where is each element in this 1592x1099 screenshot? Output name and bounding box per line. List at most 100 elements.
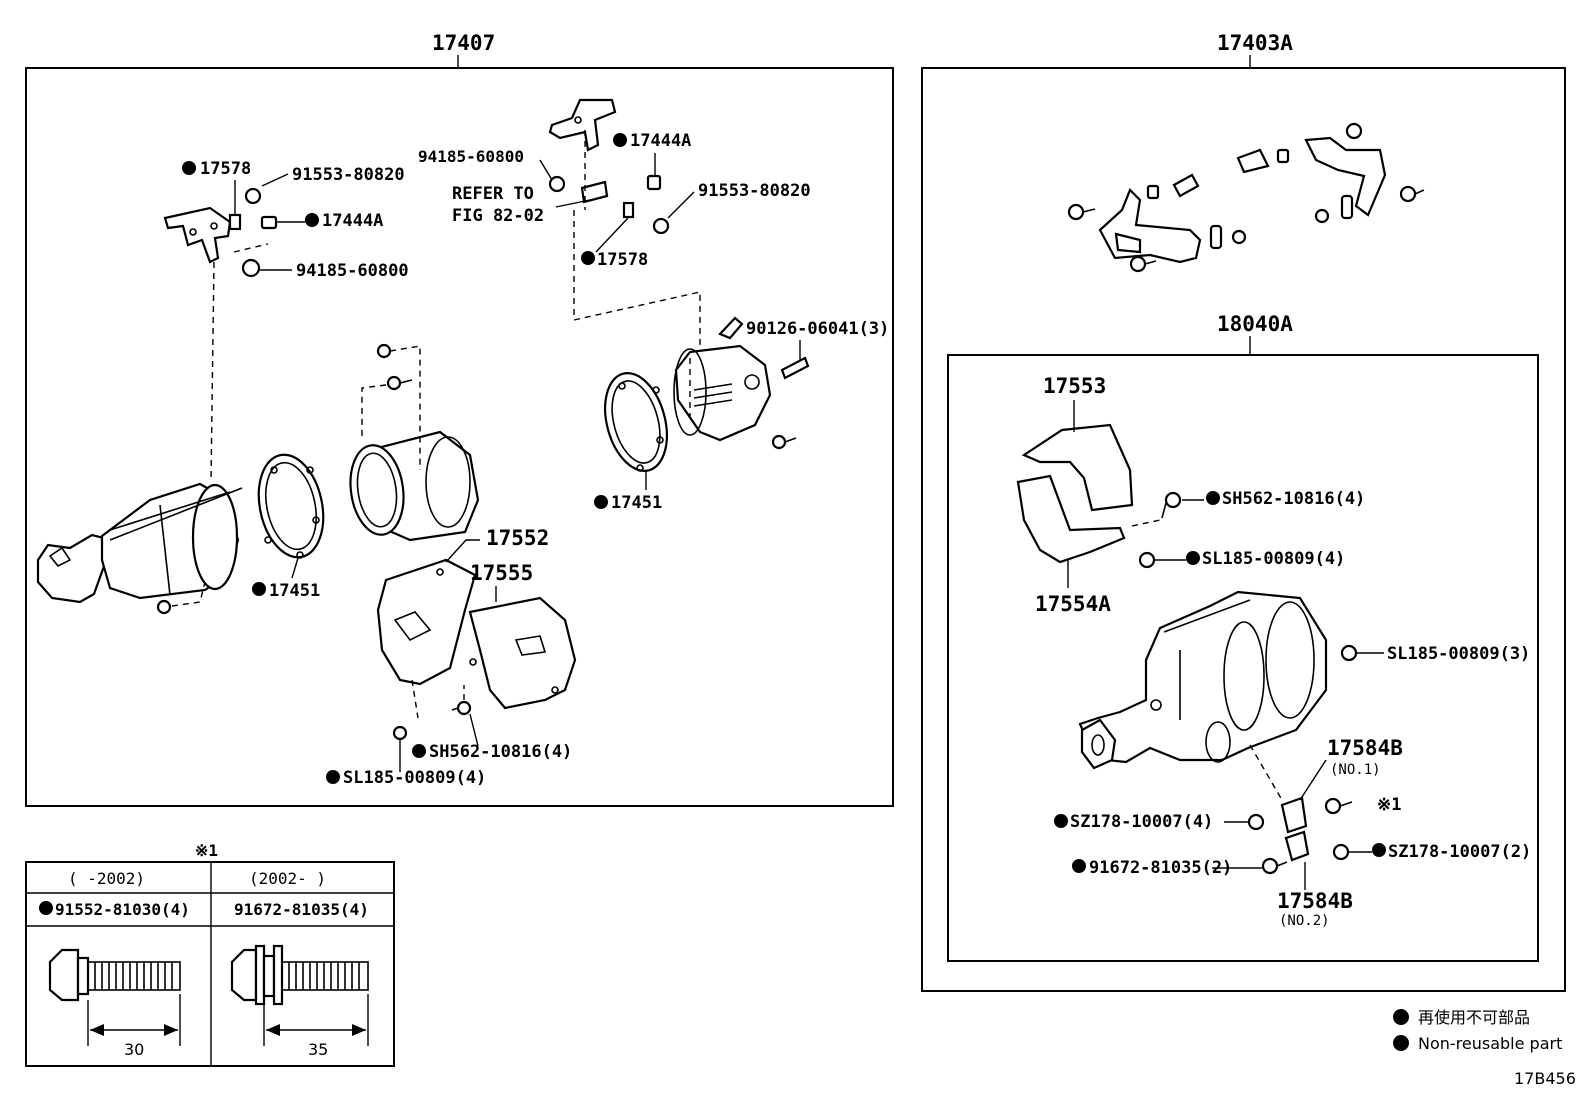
bolt-91553-a: [244, 187, 262, 205]
footnote-marker: ※1: [195, 841, 218, 860]
label-sl185-left: SL185-00809(4): [343, 768, 486, 788]
col2-range: (2002- ): [249, 869, 326, 888]
label-17584b-no2: 17584B: [1277, 889, 1353, 913]
insulator-17555: [468, 596, 577, 710]
nut-sz178-4: [1247, 813, 1265, 831]
group-17403a-title: 17403A: [1217, 31, 1293, 55]
col2-length: 35: [308, 1040, 328, 1059]
nut-94185-b: [548, 175, 566, 193]
label-17444a-b: 17444A: [630, 131, 691, 151]
col1-length: 30: [124, 1040, 144, 1059]
nonreuse-dot: [613, 133, 627, 147]
group-17403a-frame: [921, 67, 1566, 992]
label-94185-a: 94185-60800: [296, 261, 409, 281]
label-17555: 17555: [470, 561, 533, 585]
legend-dot: [1393, 1035, 1409, 1051]
bracket-middle: [548, 98, 670, 235]
spacer-17444a-b: [646, 174, 662, 191]
group-18040a-title: 18040A: [1217, 312, 1293, 336]
nonreuse-dot: [1186, 551, 1200, 565]
legend-jp: 再使用不可部品: [1418, 1008, 1530, 1027]
nonreuse-dot: [305, 213, 319, 227]
nonreuse-dot: [412, 744, 426, 758]
col1-range: ( -2002): [68, 869, 145, 888]
figure-code: 17B456: [1514, 1069, 1576, 1088]
legend-dot: [1393, 1009, 1409, 1025]
label-ref1: ※1: [1377, 795, 1401, 815]
label-no2: (NO.2): [1279, 913, 1330, 929]
label-17584b-no1: 17584B: [1327, 736, 1403, 760]
bolt-illustration-col1: [48, 948, 181, 1046]
label-94185-b: 94185-60800: [418, 147, 524, 166]
nut-sl185-3: [1340, 644, 1358, 662]
dpf-body-middle: [349, 430, 480, 542]
bolt-sh562-right: [1164, 491, 1182, 509]
label-17578-b: 17578: [597, 250, 648, 270]
bolt-illustration-col2: [230, 944, 369, 1046]
label-17554a: 17554A: [1035, 592, 1111, 616]
group-17407-title: 17407: [432, 31, 495, 55]
group-18040a-frame: [947, 354, 1539, 962]
label-17552: 17552: [486, 526, 549, 550]
nonreuse-dot: [39, 901, 53, 915]
group-17403a: 17403A 18040A 17553: [921, 31, 1566, 992]
label-17578-a: 17578: [200, 159, 251, 179]
stud-17578-b: [622, 201, 635, 219]
col2-part: 91672-81035(4): [234, 900, 369, 919]
nut: [376, 343, 392, 359]
label-fig: FIG 82-02: [452, 206, 544, 226]
bracket-17584b-no1: [1280, 796, 1308, 834]
outlet-cone: [673, 316, 810, 450]
nonreuse-dot: [581, 251, 595, 265]
insulator-17552: [376, 558, 477, 686]
nonreuse-dot: [326, 770, 340, 784]
nonreuse-dot: [182, 161, 196, 175]
label-no1: (NO.1): [1330, 762, 1381, 778]
nonreuse-dot: [1372, 843, 1386, 857]
nut-94185-a: [241, 258, 261, 278]
group-17407: 17407 17578 91553-80820 17444A 94185-608…: [25, 31, 894, 807]
footnote-table: ※1 ( -2002) (2002- ) 91552-81030(4) 9167…: [25, 841, 395, 1067]
col1-part: 91552-81030(4): [55, 900, 190, 919]
stud-90126: [780, 356, 810, 380]
gasket-17451-a: [257, 453, 325, 559]
group-17407-frame: [25, 67, 894, 807]
nonreuse-dot: [252, 582, 266, 596]
converter-assembly-left: [36, 482, 243, 615]
spacer-17444a-a: [260, 215, 278, 230]
label-91553-a: 91553-80820: [292, 165, 405, 185]
nut-sl185-right: [1138, 551, 1156, 569]
label-sh562-left: SH562-10816(4): [429, 742, 572, 762]
nonreuse-dot: [1054, 814, 1068, 828]
label-90126: 90126-06041(3): [746, 319, 889, 339]
bolt-91553-b: [652, 217, 670, 235]
legend: 再使用不可部品 Non-reusable part 17B456: [1393, 1008, 1576, 1088]
legend-en: Non-reusable part: [1418, 1034, 1562, 1053]
nut-sz178-2: [1332, 843, 1350, 861]
bolt: [386, 375, 402, 391]
nut-sl185: [392, 725, 408, 741]
label-17553: 17553: [1043, 374, 1106, 398]
label-17451-a: 17451: [269, 581, 320, 601]
insulator-17553: [1021, 423, 1134, 512]
label-refer: REFER TO: [452, 184, 534, 204]
bracket-17584b-no2: [1284, 830, 1310, 862]
nonreuse-dot: [1072, 859, 1086, 873]
nonreuse-dot: [1206, 491, 1220, 505]
bolt-91672: [1261, 857, 1279, 875]
label-sl185-4-right: SL185-00809(4): [1202, 549, 1345, 569]
bracket-left: [163, 187, 278, 278]
label-17444a-a: 17444A: [322, 211, 383, 231]
bolt-ref1: [1324, 797, 1342, 815]
dpf-assembly-right: [1078, 590, 1328, 770]
label-sz178-4: SZ178-10007(4): [1070, 812, 1213, 832]
label-sl185-3: SL185-00809(3): [1387, 644, 1530, 664]
label-sh562-right: SH562-10816(4): [1222, 489, 1365, 509]
label-91553-b: 91553-80820: [698, 181, 811, 201]
label-17451-b: 17451: [611, 493, 662, 513]
label-sz178-2: SZ178-10007(2): [1388, 842, 1531, 862]
gasket-17451-b: [604, 372, 668, 472]
bracket-small: [580, 180, 609, 204]
stud-17578-a: [228, 213, 242, 231]
